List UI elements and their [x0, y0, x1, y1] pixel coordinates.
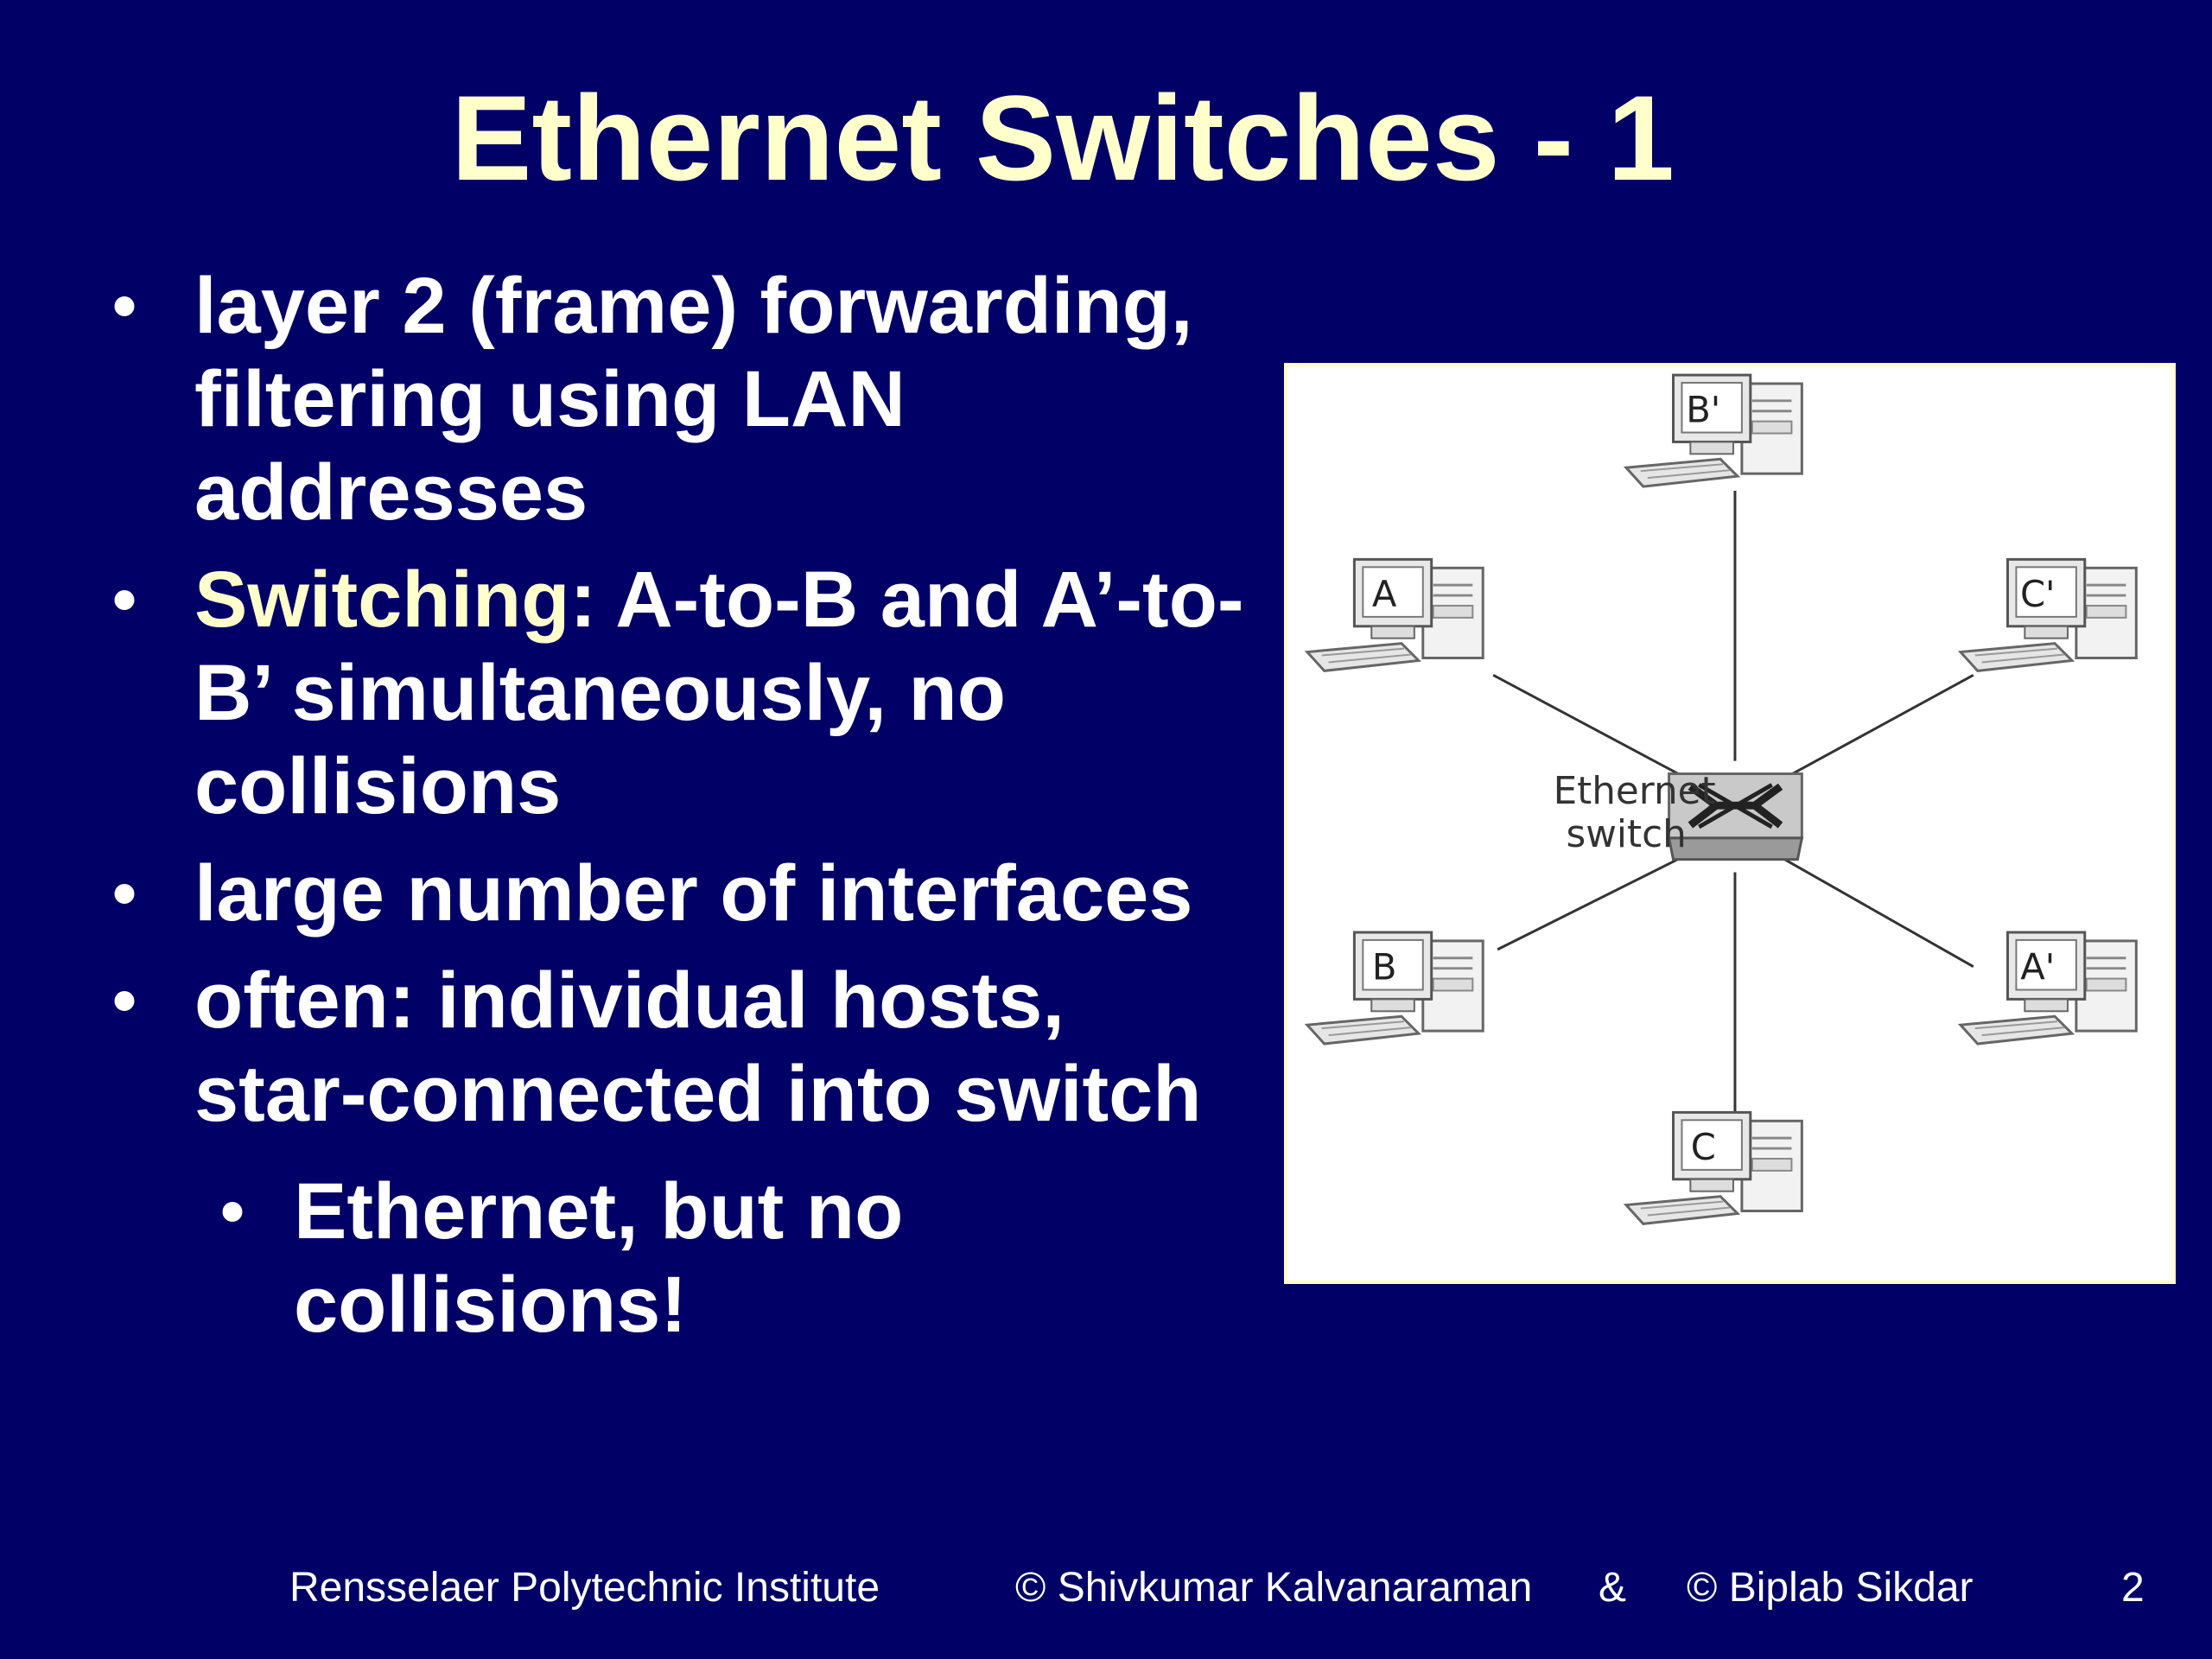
sub-bullet-item: • Ethernet, but no collisions!: [104, 1165, 1253, 1351]
footer-author2: © Biplab Sikdar: [1687, 1565, 1974, 1611]
cable-a-prime: [1783, 858, 1974, 968]
host-b-prime-label: B': [1686, 389, 1720, 431]
switch-icon: [1667, 772, 1804, 861]
bullet-item: • layer 2 (frame) forwarding, filtering …: [104, 259, 1253, 539]
slide-title: Ethernet Switches - 1: [451, 70, 1675, 206]
bullet-dot: •: [220, 1173, 245, 1249]
footer-author1: © Shivkumar Kalvanaraman: [1015, 1565, 1533, 1611]
bullet-list: • layer 2 (frame) forwarding, filtering …: [104, 259, 1253, 1365]
host-a-prime-icon: A': [1959, 931, 2138, 1046]
bullet-text: : A-to-B and A’-to-B’ simultaneously, no…: [194, 556, 1244, 830]
bullet-dot: •: [112, 267, 137, 344]
switch-label-line1: Ethernet: [1554, 769, 1716, 813]
host-c-icon: C: [1624, 1110, 1803, 1225]
footer-ampersand: &: [1599, 1565, 1627, 1611]
bullet-text: layer 2 (frame) forwarding, filtering us…: [194, 262, 1193, 537]
diagram-canvas: Ethernet switch B' A C' B A' C: [1306, 373, 2138, 1225]
bullet-text: often: individual hosts, star-connected …: [194, 957, 1202, 1138]
footer-page-number: 2: [2121, 1565, 2145, 1611]
cable-c-prime: [1783, 674, 1974, 779]
bullet-item: • often: individual hosts, star-connecte…: [104, 954, 1253, 1141]
cable-b: [1497, 854, 1688, 951]
host-b-icon: B: [1306, 931, 1484, 1046]
bullet-item: • Switching: A-to-B and A’-to-B’ simulta…: [104, 553, 1253, 833]
host-c-label: C: [1691, 1126, 1716, 1168]
host-a-prime-label: A': [2020, 946, 2055, 988]
host-b-label: B: [1372, 946, 1397, 988]
bullet-dot: •: [112, 962, 137, 1039]
bullet-dot: •: [112, 855, 137, 931]
bullet-dot: •: [112, 561, 137, 638]
bullet-text: Ethernet, but no collisions!: [294, 1167, 904, 1349]
bullet-highlight: Switching: [194, 556, 570, 644]
host-b-prime-icon: B': [1624, 373, 1803, 488]
host-a-label: A: [1372, 573, 1397, 615]
cable-a: [1492, 674, 1688, 779]
host-c-prime-label: C': [2020, 573, 2056, 615]
host-c-prime-icon: C': [1959, 557, 2138, 672]
cables: [1492, 491, 1974, 1139]
bullet-text: large number of interfaces: [194, 849, 1193, 938]
ethernet-switch-diagram: Ethernet switch B' A C' B A' C: [1284, 363, 2176, 1284]
bullet-item: • large number of interfaces: [104, 847, 1253, 940]
host-a-icon: A: [1306, 557, 1484, 672]
footer-institute: Rensselaer Polytechnic Institute: [289, 1565, 880, 1611]
switch-label-line2: switch: [1566, 812, 1686, 856]
